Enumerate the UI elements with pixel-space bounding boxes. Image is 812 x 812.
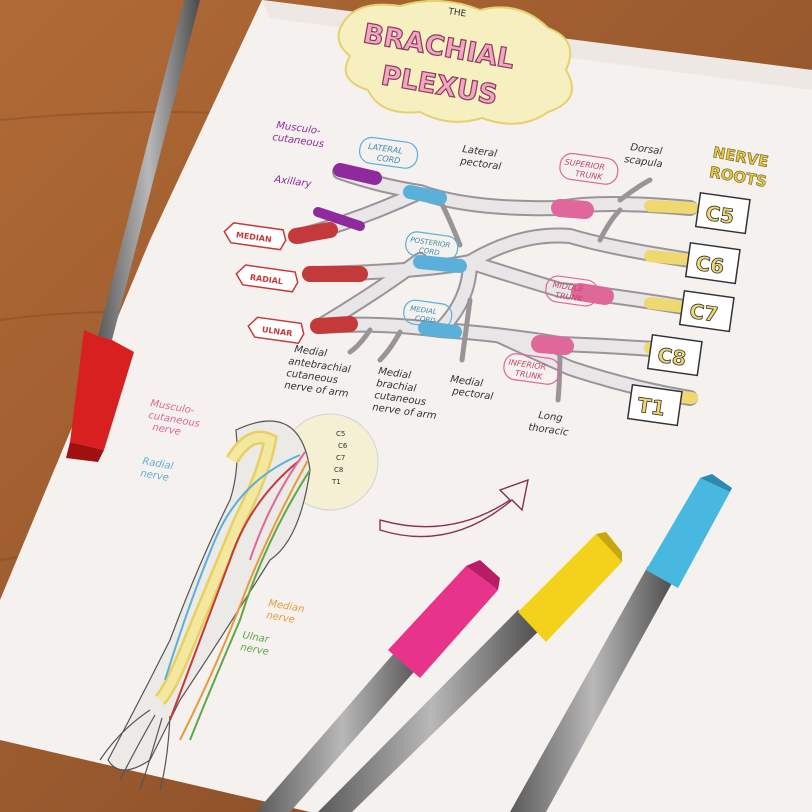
root-boxes: C5 C6 C7 C8 T1 (626, 191, 751, 427)
arm-musculocutaneous-line3: nerve (151, 422, 181, 438)
title-cloud: THE BRACHIAL PLEXUS (337, 0, 573, 125)
medial-cord-tag: MEDIAL CORD (403, 299, 453, 329)
arm-median-line2: nerve (265, 610, 295, 626)
arm-ulnar-line1: Ulnar (241, 630, 270, 646)
root-t1-label: T1 (636, 393, 667, 421)
medial-antebrachial-line1: Medial (294, 344, 328, 359)
arm-radial-line1: Radial (141, 456, 174, 472)
yellow-pen (318, 532, 622, 812)
dorsal-scapula-line2: scapula (624, 154, 664, 170)
plexus-network (288, 163, 698, 406)
axillary-label: Axillary (273, 174, 313, 190)
root-c7-label: C7 (688, 299, 720, 327)
curved-arrow (379, 478, 529, 538)
arm-radial-line2: nerve (139, 468, 169, 484)
middle-trunk-line2: TRUNK (554, 291, 583, 304)
dorsal-scapula-line1: Dorsal (630, 142, 663, 157)
arm-root-c7: C7 (336, 454, 345, 462)
arm-root-c6: C6 (338, 442, 348, 450)
terminal-arrows: MEDIAN RADIAL ULNAR (223, 222, 305, 345)
root-box-c6: C6 (684, 241, 741, 285)
arm-root-t1: T1 (331, 478, 341, 486)
root-c5-label: C5 (704, 201, 736, 229)
nerve-roots-header: NERVE ROOTS (708, 143, 771, 191)
arm-ulnar-line2: nerve (239, 642, 269, 658)
arm-root-c8: C8 (334, 466, 343, 474)
blue-pen (510, 474, 732, 812)
root-c6-label: C6 (694, 251, 726, 279)
pink-pen (256, 560, 500, 812)
inferior-trunk-tag: INFERIOR TRUNK (503, 353, 561, 385)
root-box-c8: C8 (646, 333, 703, 377)
arm-nerve-labels: Musculo- cutaneous nerve Radial nerve Me… (139, 398, 305, 658)
title-small: THE (447, 7, 467, 20)
lateral-cord-line2: CORD (376, 153, 401, 165)
posterior-cord-tag: POSTERIOR CORD (405, 231, 459, 261)
radial-arrow: RADIAL (235, 264, 299, 293)
medial-brachial-line1: Medial (378, 366, 412, 381)
median-arrow: MEDIAN (223, 222, 287, 251)
medial-pectoral-line1: Medial (450, 374, 484, 389)
medial-cord-line1: MEDIAL (410, 305, 438, 317)
inferior-trunk-line2: TRUNK (514, 369, 543, 382)
ulnar-arrow: ULNAR (247, 316, 305, 345)
arm-drawing: C5 C6 C7 C8 T1 Musculo- cutaneous nerve … (99, 398, 379, 791)
root-box-c7: C7 (678, 289, 735, 333)
middle-trunk-tag: MIDDLE TRUNK (545, 275, 599, 307)
lateral-pectoral-line1: Lateral (462, 144, 498, 160)
root-c8-label: C8 (656, 343, 688, 371)
middle-trunk-line1: MIDDLE (552, 280, 585, 293)
ulnar-label: ULNAR (261, 325, 293, 338)
grey-pen-red-cap (66, 0, 200, 462)
root-box-c5: C5 (694, 191, 751, 235)
lateral-cord-tag: LATERAL CORD (359, 136, 419, 169)
superior-trunk-line2: TRUNK (574, 169, 603, 182)
medial-cord-line2: CORD (414, 314, 436, 325)
root-box-t1: T1 (626, 383, 683, 427)
long-thoracic-line1: Long (538, 410, 564, 424)
arm-root-c5: C5 (336, 430, 345, 438)
arm-root-labels: C5 C6 C7 C8 T1 (331, 430, 348, 486)
posterior-cord-line2: CORD (418, 246, 440, 257)
